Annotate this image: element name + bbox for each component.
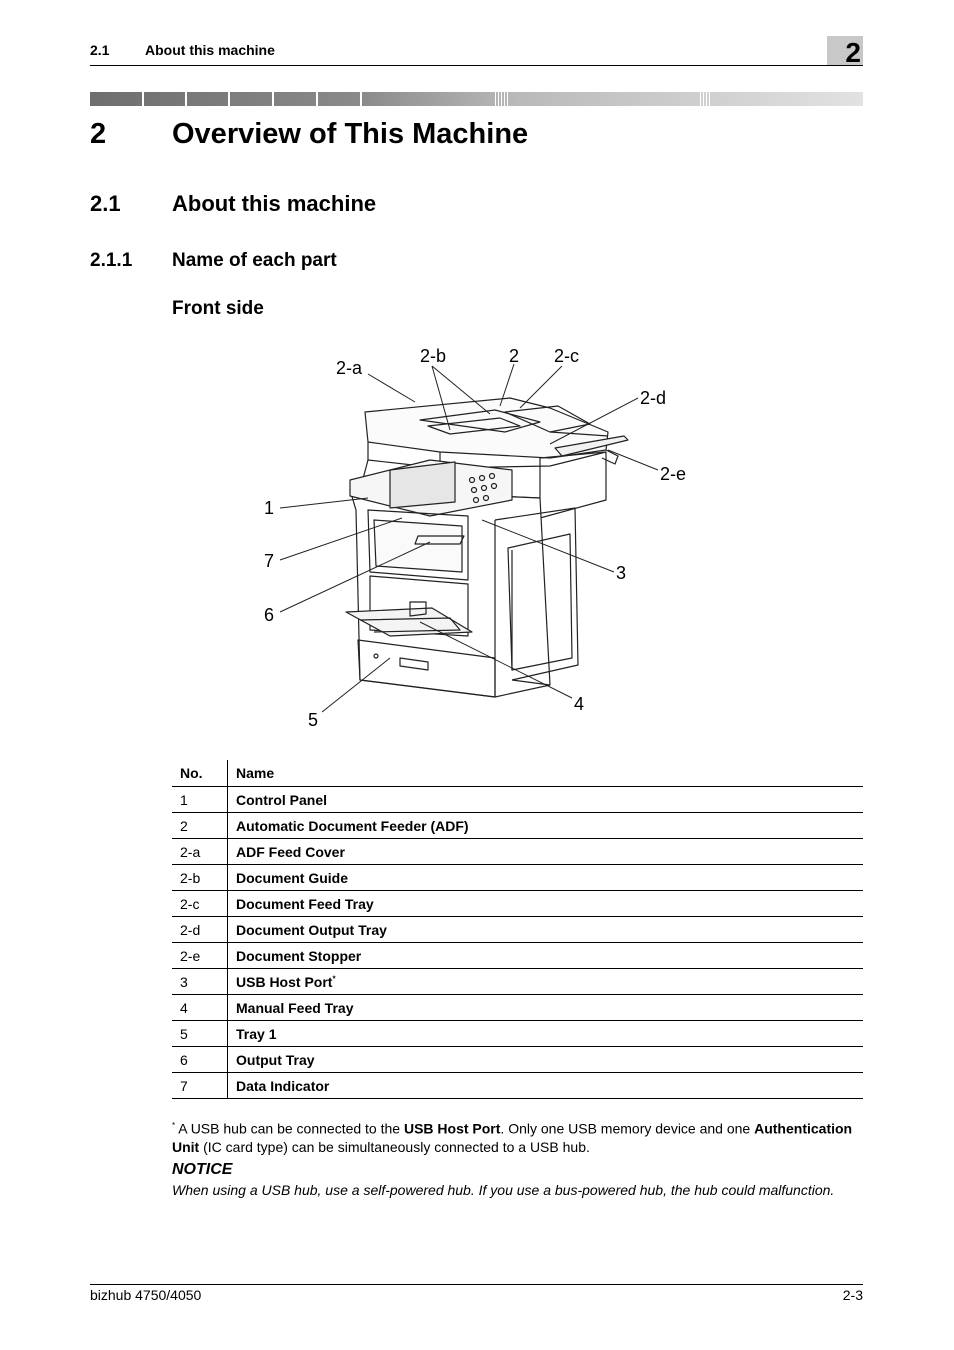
row-no: 2-c xyxy=(172,890,228,917)
notice-title: NOTICE xyxy=(172,1161,233,1178)
row-name: Control Panel xyxy=(227,786,863,813)
row-name: Manual Feed Tray xyxy=(227,994,863,1021)
footnote-text-3: (IC card type) can be simultaneously con… xyxy=(199,1138,590,1155)
row-name: USB Host Port* xyxy=(227,968,863,995)
callout-4: 4 xyxy=(574,694,584,714)
row-no: 2-a xyxy=(172,838,228,865)
callout-2-b: 2-b xyxy=(420,346,446,366)
row-name: Automatic Document Feeder (ADF) xyxy=(227,812,863,839)
header-rule xyxy=(90,65,863,66)
subsection-number: 2.1.1 xyxy=(90,250,133,271)
callout-6: 6 xyxy=(264,605,274,625)
row-name: Document Guide xyxy=(227,864,863,891)
column-header-no: No. xyxy=(172,760,228,787)
callout-2-a: 2-a xyxy=(336,358,363,378)
callout-3: 3 xyxy=(616,563,626,583)
footnote-mark: * xyxy=(172,1121,176,1130)
row-no: 5 xyxy=(172,1020,228,1047)
callout-1: 1 xyxy=(264,498,274,518)
section-number: 2.1 xyxy=(90,191,121,216)
row-name: ADF Feed Cover xyxy=(227,838,863,865)
row-no: 3 xyxy=(172,968,228,995)
row-name: Document Stopper xyxy=(227,942,863,969)
footer-rule xyxy=(90,1284,863,1285)
row-no: 4 xyxy=(172,994,228,1021)
running-header-title: About this machine xyxy=(145,42,275,58)
row-name-text: USB Host Port xyxy=(236,973,333,990)
machine-front-illustration: 2-a 2-b 2 2-c 2-d 2-e 1 7 3 6 5 4 xyxy=(264,346,686,730)
chapter-title: Overview of This Machine xyxy=(172,118,529,150)
row-no: 2-e xyxy=(172,942,228,969)
section-title: About this machine xyxy=(172,191,377,216)
row-name: Data Indicator xyxy=(227,1072,863,1099)
row-name: Document Feed Tray xyxy=(227,890,863,917)
row-no: 7 xyxy=(172,1072,228,1099)
footer-page-number: 2-3 xyxy=(842,1287,863,1303)
footnote: * A USB hub can be connected to the USB … xyxy=(172,1117,864,1156)
chapter-tab: 2 xyxy=(827,36,863,68)
row-no: 6 xyxy=(172,1046,228,1073)
footnote-text-1: A USB hub can be connected to the xyxy=(175,1120,404,1137)
running-header-number: 2.1 xyxy=(90,42,110,58)
chapter-tab-number: 2 xyxy=(845,37,861,68)
front-side-heading: Front side xyxy=(172,298,264,319)
callout-2: 2 xyxy=(509,346,519,366)
row-no: 2 xyxy=(172,812,228,839)
row-name: Output Tray xyxy=(227,1046,863,1073)
row-no: 1 xyxy=(172,786,228,813)
subsection-title: Name of each part xyxy=(172,250,337,271)
column-header-name: Name xyxy=(227,760,863,787)
row-no: 2-b xyxy=(172,864,228,891)
footnote-marker: * xyxy=(332,973,336,983)
row-name: Document Output Tray xyxy=(227,916,863,943)
callout-5: 5 xyxy=(308,710,318,730)
callout-2-e: 2-e xyxy=(660,464,686,484)
footer-product-name: bizhub 4750/4050 xyxy=(90,1287,202,1303)
decorative-stripe xyxy=(90,92,863,106)
table-header-row: No. Name xyxy=(172,760,863,787)
row-name: Tray 1 xyxy=(227,1020,863,1047)
callout-2-d: 2-d xyxy=(640,388,666,408)
notice-text: When using a USB hub, use a self-powered… xyxy=(172,1182,835,1198)
chapter-number: 2 xyxy=(90,118,107,150)
footnote-bold-authentication-unit: Authentication Unit xyxy=(172,1120,853,1155)
row-no: 2-d xyxy=(172,916,228,943)
footnote-text-2: . Only one USB memory device and one xyxy=(500,1120,755,1137)
callout-7: 7 xyxy=(264,551,274,571)
footnote-bold-usb-host-port: USB Host Port xyxy=(403,1120,501,1137)
callout-2-c: 2-c xyxy=(554,346,579,366)
